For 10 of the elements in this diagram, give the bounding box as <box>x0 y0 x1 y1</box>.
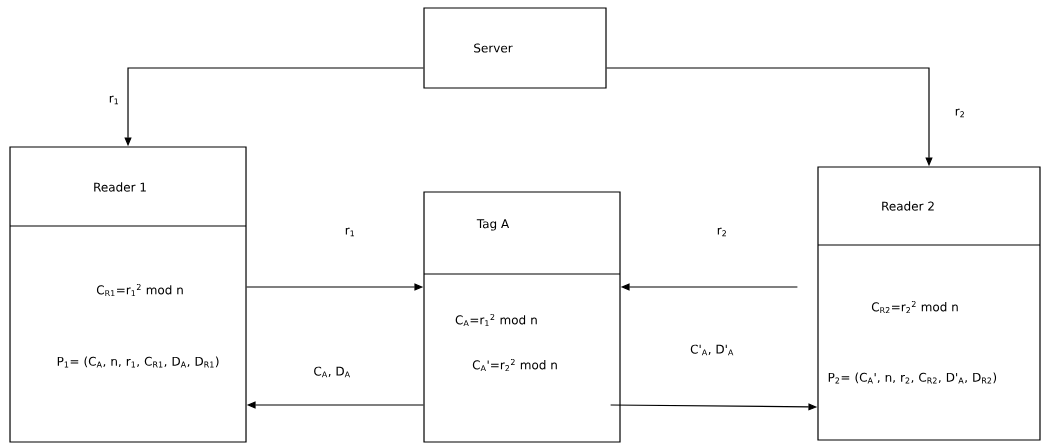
process-box: Tag A C$_{A}$=r$_{1}$$^{2}$ mod n C$_{A}$'=r$_{2}$$^{2}$ mod n <box>423 191 621 443</box>
edge-label: r$_{2}$ <box>953 107 967 119</box>
process-box: Server <box>423 7 607 89</box>
edge-label: r$_{1}$ <box>343 226 357 238</box>
process-box: Reader 1 C$_{R1}$=r$_{1}$$^{2}$ mod n P$_{1}$= (C$_{A}$, n, r$_{1}$, C$_{R1}$, D$_{A}$, D$_{R1}$) <box>9 146 247 443</box>
process-box: Reader 2 C$_{R2}$=r$_{2}$$^{2}$ mod n P$_{2}$= (C$_{A}$', n, r$_{2}$, C$_{R2}$, D'$_{A}$, D$_{R2}$) <box>817 166 1041 441</box>
edge-label: r$_{1}$ <box>107 94 121 106</box>
edge-label: r$_{2}$ <box>715 226 729 238</box>
edge-label: C'$_{A}$, D'$_{A}$ <box>689 343 735 357</box>
edge-label: C$_{A}$, D$_{A}$ <box>312 365 352 379</box>
